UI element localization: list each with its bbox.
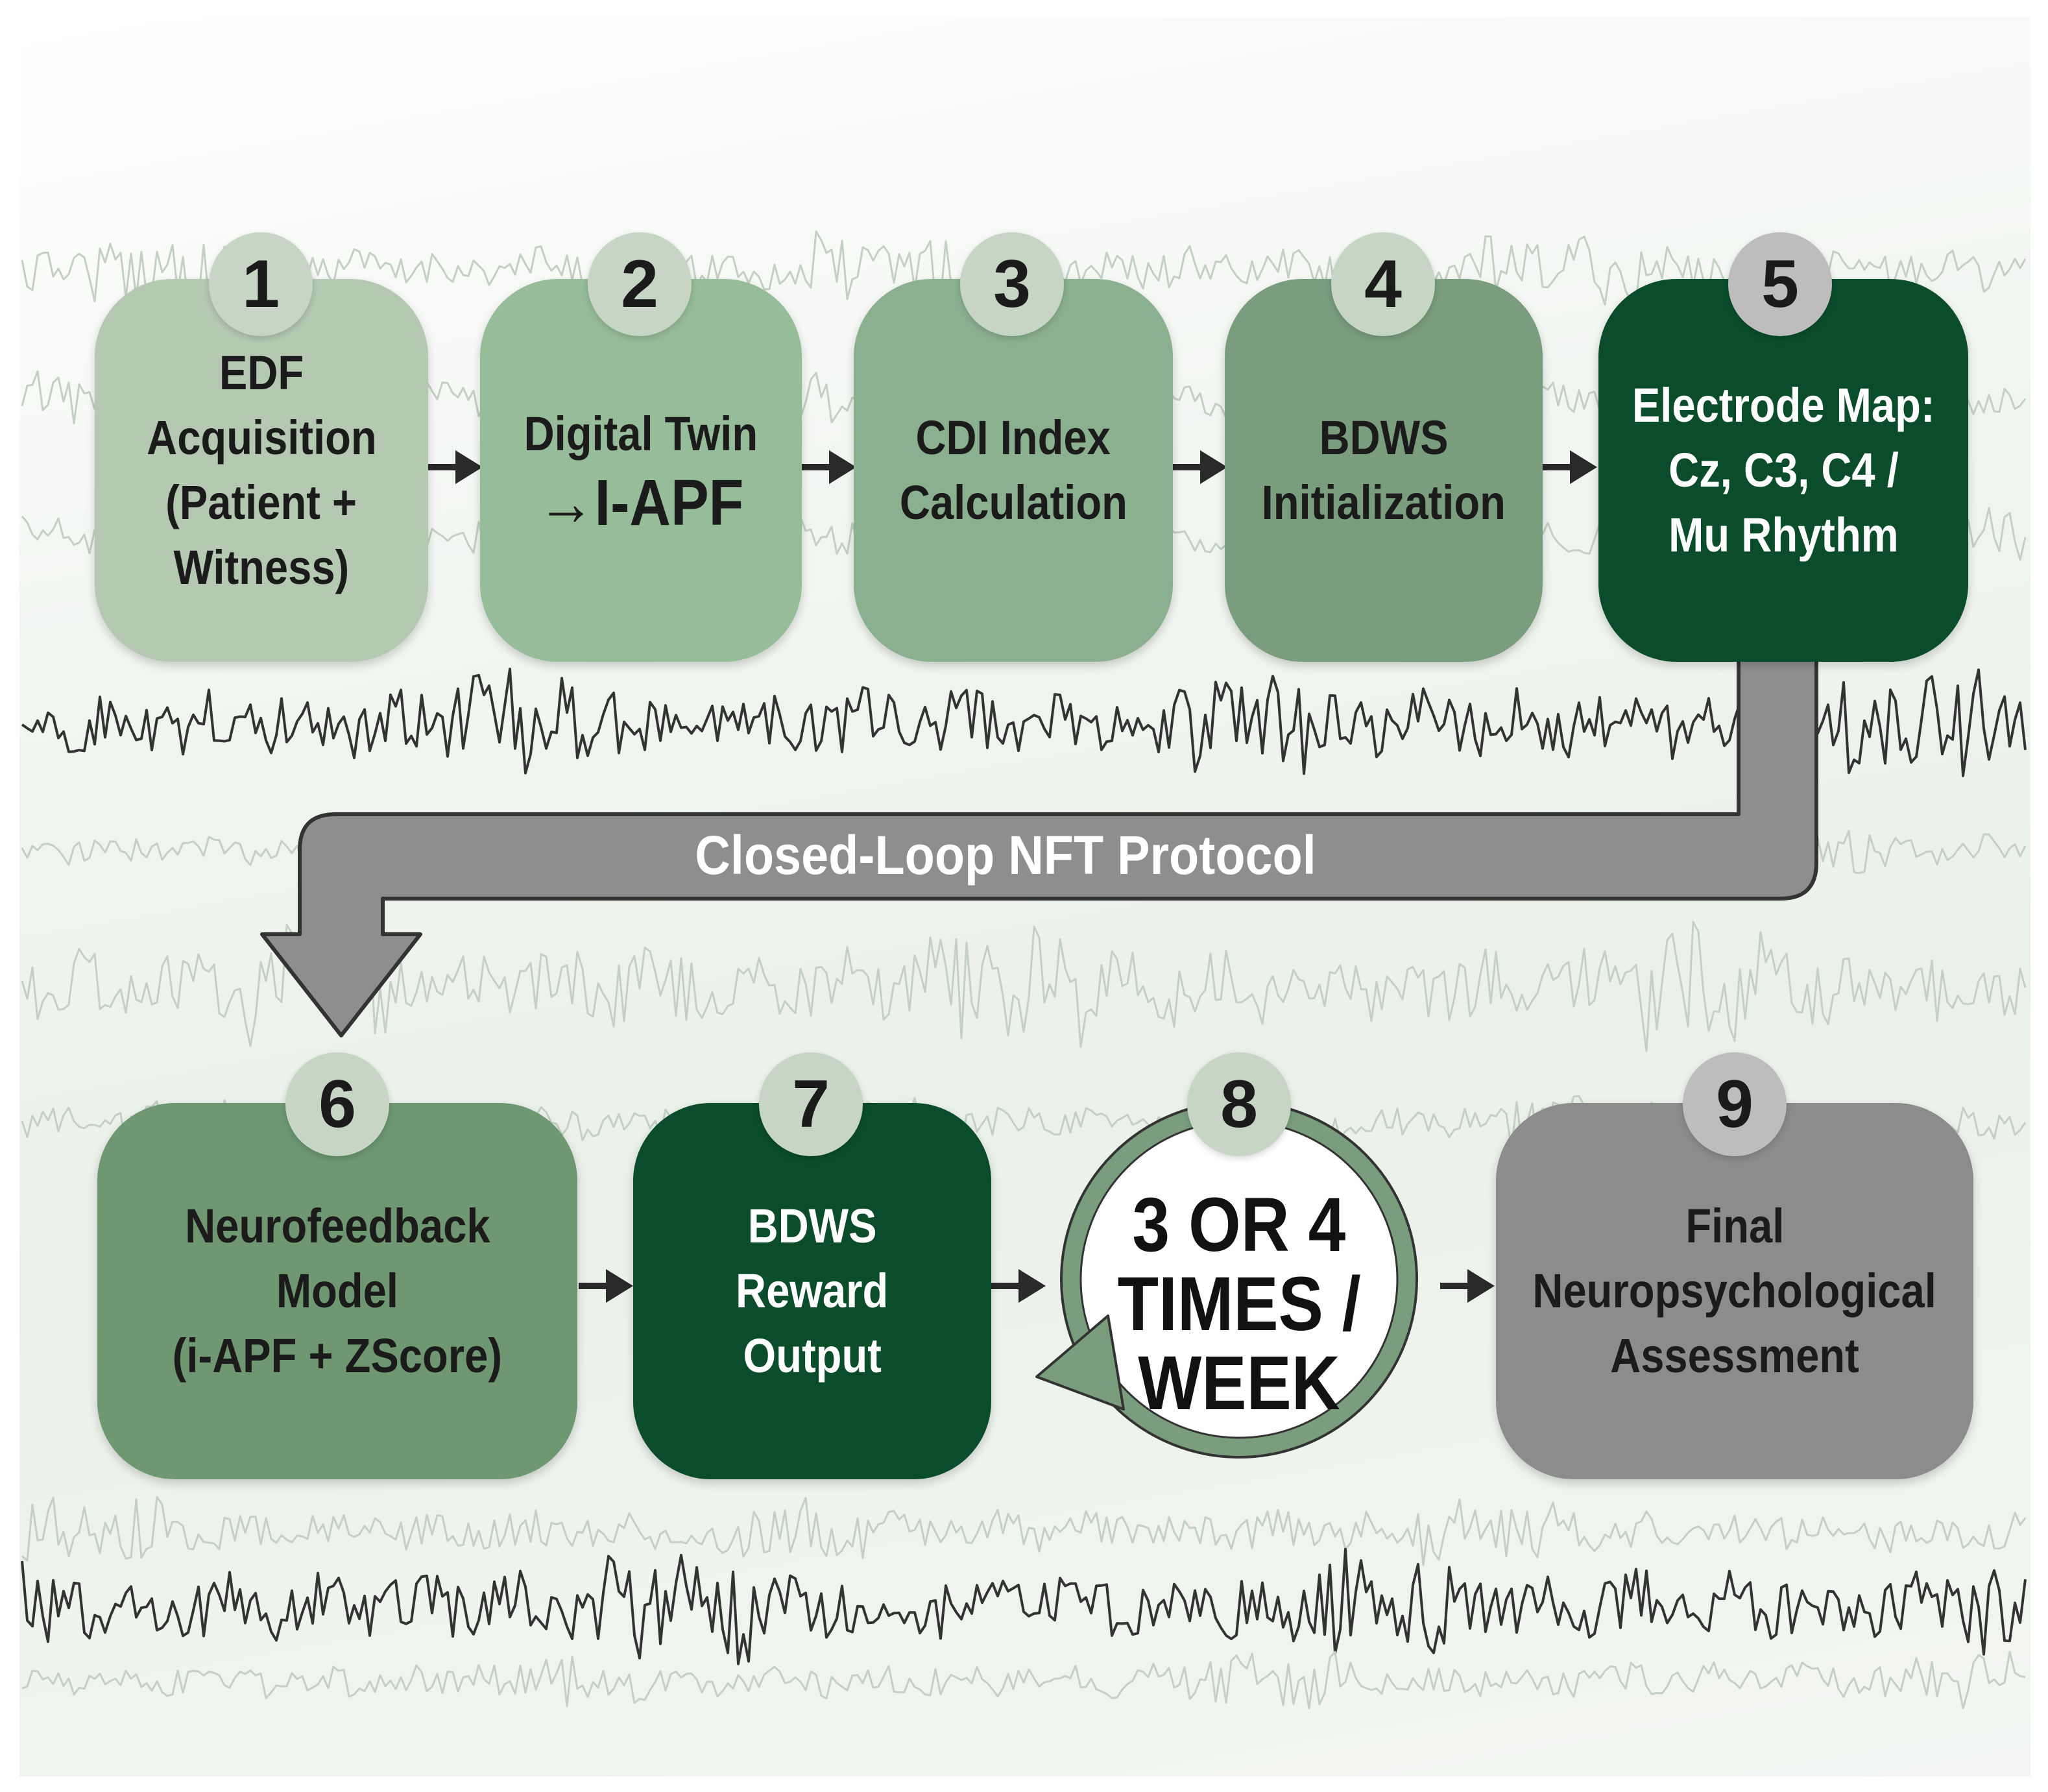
step-cdi-index: CDI Index Calculation: [854, 279, 1173, 662]
step-3-number-badge: 3: [960, 232, 1064, 336]
step-8-line-2: TIMES /: [1117, 1261, 1361, 1347]
step-neurofeedback-model: Neurofeedback Model (i-APF + ZScore): [97, 1103, 577, 1479]
step-1-number-badge: 1: [209, 232, 313, 336]
connector-2-3: [802, 450, 856, 484]
step-5-line-3: Mu Rhythm: [1668, 508, 1899, 562]
eeg-wave-line: [21, 1547, 2027, 1665]
step-9-number-badge: 9: [1683, 1052, 1787, 1156]
step-1-line-1: EDF: [219, 346, 304, 400]
step-6-line-3: (i-APF + ZScore): [172, 1329, 503, 1383]
step-bdws-reward-output: BDWS Reward Output: [633, 1103, 991, 1479]
step-4-line-1: BDWS: [1319, 411, 1449, 465]
step-6-line-1: Neurofeedback: [184, 1199, 490, 1253]
closed-loop-arrow: [260, 653, 1818, 1037]
connector-6-7: [579, 1269, 633, 1303]
cycle-ring-icon: [1035, 1100, 1418, 1459]
step-8-line-1: 3 OR 4: [1132, 1182, 1346, 1268]
step-2-number-badge: 2: [588, 232, 692, 336]
step-4-line-2: Initialization: [1261, 476, 1506, 529]
step-2-line-1: Digital Twin: [524, 407, 758, 461]
step-7-line-3: Output: [743, 1329, 882, 1383]
step-9-line-1: Final: [1685, 1199, 1784, 1253]
step-electrode-map: Electrode Map: Cz, C3, C4 / Mu Rhythm: [1598, 279, 1968, 662]
step-digital-twin: Digital Twin →I-APF: [480, 279, 802, 662]
session-frequency-text: 3 OR 4 TIMES / WEEK: [1057, 1174, 1421, 1434]
step-1-line-2: Acquisition: [146, 411, 377, 465]
step-5-number-badge: 5: [1728, 232, 1832, 336]
closed-loop-label: Closed-Loop NFT Protocol: [695, 825, 1316, 886]
step-final-assessment: Final Neuropsychological Assessment: [1496, 1103, 1973, 1479]
eeg-wave-line: [21, 1651, 2026, 1710]
step-edf-acquisition: EDF Acquisition (Patient + Witness): [95, 279, 428, 662]
connector-3-4: [1173, 450, 1227, 484]
connector-8-9: [1440, 1269, 1495, 1303]
step-7-line-2: Reward: [736, 1264, 889, 1318]
step-3-line-1: CDI Index: [915, 411, 1111, 465]
step-9-line-2: Neuropsychological: [1532, 1264, 1937, 1318]
step-9-line-3: Assessment: [1610, 1329, 1859, 1383]
connector-7-8: [991, 1269, 1046, 1303]
cycle-arrowhead-icon: [1035, 1314, 1125, 1411]
step-6-line-2: Model: [276, 1264, 399, 1318]
connector-1-2: [428, 450, 483, 484]
step-6-number-badge: 6: [285, 1052, 389, 1156]
step-3-line-2: Calculation: [899, 476, 1127, 529]
step-8-number-badge: 8: [1187, 1052, 1291, 1156]
eeg-wave-line: [21, 668, 2027, 777]
step-1-line-3: (Patient +: [165, 476, 357, 529]
step-5-line-1: Electrode Map:: [1632, 378, 1935, 432]
step-5-line-2: Cz, C3, C4 /: [1668, 443, 1899, 497]
step-2-line-2: →I-APF: [538, 466, 744, 539]
eeg-wave-line: [21, 1495, 2027, 1566]
step-8-line-3: WEEK: [1138, 1340, 1340, 1426]
connector-4-5: [1543, 450, 1597, 484]
step-1-line-4: Witness): [173, 540, 350, 594]
step-bdws-initialization: BDWS Initialization: [1225, 279, 1543, 662]
step-4-number-badge: 4: [1331, 232, 1435, 336]
step-7-number-badge: 7: [759, 1052, 863, 1156]
step-7-line-1: BDWS: [747, 1199, 877, 1253]
